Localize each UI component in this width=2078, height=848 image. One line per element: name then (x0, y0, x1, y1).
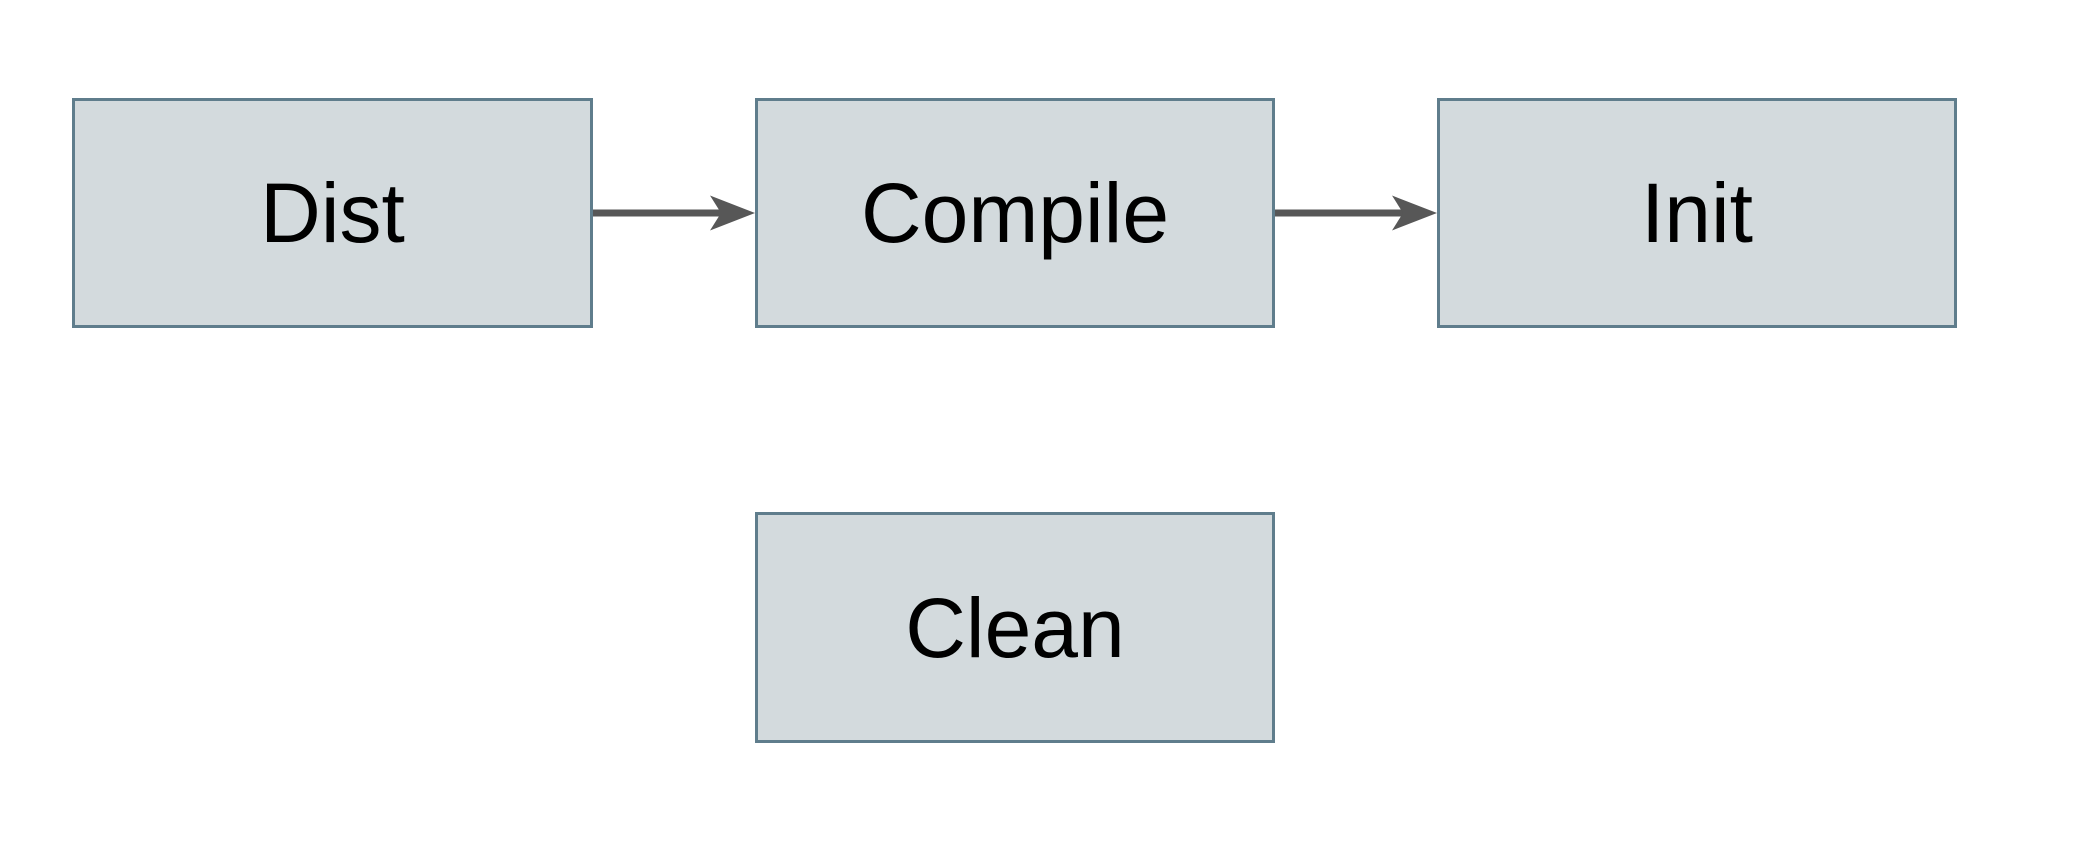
node-clean-label: Clean (905, 580, 1125, 675)
node-clean[interactable]: Clean (755, 512, 1275, 743)
node-dist[interactable]: Dist (72, 98, 593, 328)
node-init-label: Init (1640, 166, 1754, 260)
arrow-compile-to-init[interactable] (1275, 195, 1437, 231)
node-init[interactable]: Init (1437, 98, 1957, 328)
arrow-dist-to-compile[interactable] (593, 195, 755, 231)
node-compile[interactable]: Compile (755, 98, 1275, 328)
arrowhead-right-icon (1392, 195, 1437, 231)
node-compile-label: Compile (860, 166, 1170, 260)
node-dist-label: Dist (260, 166, 405, 260)
arrowhead-right-icon (710, 195, 755, 231)
